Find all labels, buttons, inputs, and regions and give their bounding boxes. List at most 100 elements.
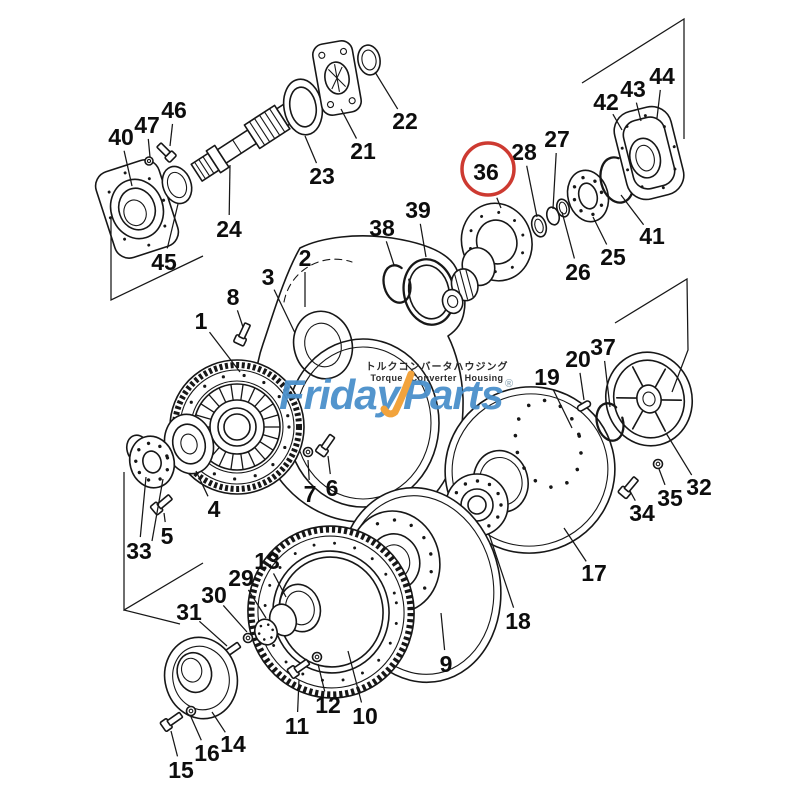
part-label-9: 9 xyxy=(440,651,453,677)
part-label-18: 18 xyxy=(505,608,531,634)
highlight-circle-36 xyxy=(460,141,516,197)
leader-line-29 xyxy=(247,589,267,619)
part-label-22: 22 xyxy=(392,108,418,134)
leader-line-47 xyxy=(147,138,151,158)
part-label-32: 32 xyxy=(686,474,712,500)
leader-line-25 xyxy=(592,216,608,245)
part-label-35: 35 xyxy=(657,485,683,511)
disc-spoke xyxy=(200,403,215,413)
part-label-41: 41 xyxy=(639,223,665,249)
leader-line-13 xyxy=(272,573,287,598)
leader-line-31 xyxy=(198,620,228,647)
part-label-29: 29 xyxy=(228,565,254,591)
bolt-6 xyxy=(314,433,336,458)
leader-line-41 xyxy=(620,194,645,226)
part-label-14: 14 xyxy=(220,731,246,757)
leader-line-43 xyxy=(635,102,642,122)
part-label-1: 1 xyxy=(195,308,208,334)
bearing-ring-19 xyxy=(513,398,583,490)
leader-line-45 xyxy=(166,203,179,249)
leader-line-35 xyxy=(658,468,666,486)
leader-line-23 xyxy=(304,135,318,164)
output-flange-40 xyxy=(94,159,180,259)
section-boundaries xyxy=(110,17,689,625)
part-label-27: 27 xyxy=(544,126,570,152)
part-label-11: 11 xyxy=(285,713,310,739)
disc-spoke xyxy=(254,446,266,460)
disc-spoke xyxy=(218,451,227,467)
disc-spoke xyxy=(262,433,279,440)
part-label-16: 16 xyxy=(194,740,220,766)
bolt-11 xyxy=(286,658,311,680)
hub-flange-14 xyxy=(163,636,239,720)
part-label-19: 19 xyxy=(534,364,560,390)
part-label-31: 31 xyxy=(176,599,202,625)
leader-line-19 xyxy=(552,389,573,429)
part-label-42: 42 xyxy=(593,89,619,115)
leader-line-36 xyxy=(496,197,502,209)
disc-spoke xyxy=(195,414,212,421)
disc-spoke xyxy=(218,387,227,403)
watermark-check-icon xyxy=(380,370,415,418)
stator-wheel-32 xyxy=(604,351,694,447)
leader-line-1 xyxy=(209,331,241,373)
leader-line-24 xyxy=(228,164,231,216)
part-label-20: 20 xyxy=(565,346,591,372)
section-boundary-3 xyxy=(614,277,689,393)
leader-line-12 xyxy=(317,663,326,692)
leader-line-11 xyxy=(296,679,300,713)
bolt-8 xyxy=(233,322,251,347)
fridayparts-watermark: Friday Parts ® xyxy=(279,370,513,418)
stator-shaft-hub-36 xyxy=(441,202,533,315)
part-label-33: 33 xyxy=(126,538,152,564)
watermark-registered-icon: ® xyxy=(505,378,513,390)
section-boundary-2 xyxy=(581,17,685,139)
coupling-flange-33 xyxy=(125,434,176,489)
watermark-parts: Parts xyxy=(403,371,503,418)
leader-line-17 xyxy=(563,527,587,562)
leader-line-27 xyxy=(552,152,557,210)
part-label-21: 21 xyxy=(350,138,376,164)
leader-line-5 xyxy=(163,512,166,523)
leader-line-30 xyxy=(222,604,248,633)
bolt-46 xyxy=(156,142,177,163)
part-label-10: 10 xyxy=(352,703,378,729)
leader-line-28 xyxy=(526,165,538,218)
part-label-23: 23 xyxy=(309,163,335,189)
leader-line-15 xyxy=(170,730,179,757)
part-label-37: 37 xyxy=(590,334,616,360)
end-cover-42-43-44 xyxy=(613,105,685,201)
part-label-36: 36 xyxy=(473,159,499,185)
leader-line-42 xyxy=(612,113,623,131)
caption: トルクコンバータハウジング Torque Converter Housing xyxy=(366,360,509,383)
leader-line-32 xyxy=(665,432,693,476)
leader-line-38 xyxy=(385,241,395,266)
part-label-39: 39 xyxy=(405,197,431,223)
leader-line-33 xyxy=(139,476,147,538)
disc-spoke xyxy=(259,403,274,413)
seal-ring-22 xyxy=(357,44,381,76)
extra-leader-1 xyxy=(151,478,164,542)
washer-12 xyxy=(311,651,323,663)
leader-line-22 xyxy=(374,71,399,110)
part-label-28: 28 xyxy=(511,139,537,165)
leader-line-3 xyxy=(273,289,296,334)
disc-spoke xyxy=(259,441,274,451)
leader-line-7 xyxy=(307,459,310,481)
part-label-2: 2 xyxy=(299,245,312,271)
leader-line-14 xyxy=(211,711,226,733)
leader-line-21 xyxy=(340,108,358,139)
caption-japanese: トルクコンバータハウジング xyxy=(366,360,509,373)
disc-spoke xyxy=(230,453,234,470)
seal-rings-27-28 xyxy=(530,198,571,238)
disc-spoke xyxy=(247,451,256,467)
leader-line-34 xyxy=(629,490,636,501)
part-label-6: 6 xyxy=(326,475,339,501)
part-label-43: 43 xyxy=(620,76,646,102)
part-label-4: 4 xyxy=(208,496,221,522)
spacer-cylinder-13 xyxy=(253,583,322,646)
section-boundary-1 xyxy=(110,218,204,301)
callout-labels: 1234567891011121314151617181920212223242… xyxy=(108,63,712,783)
